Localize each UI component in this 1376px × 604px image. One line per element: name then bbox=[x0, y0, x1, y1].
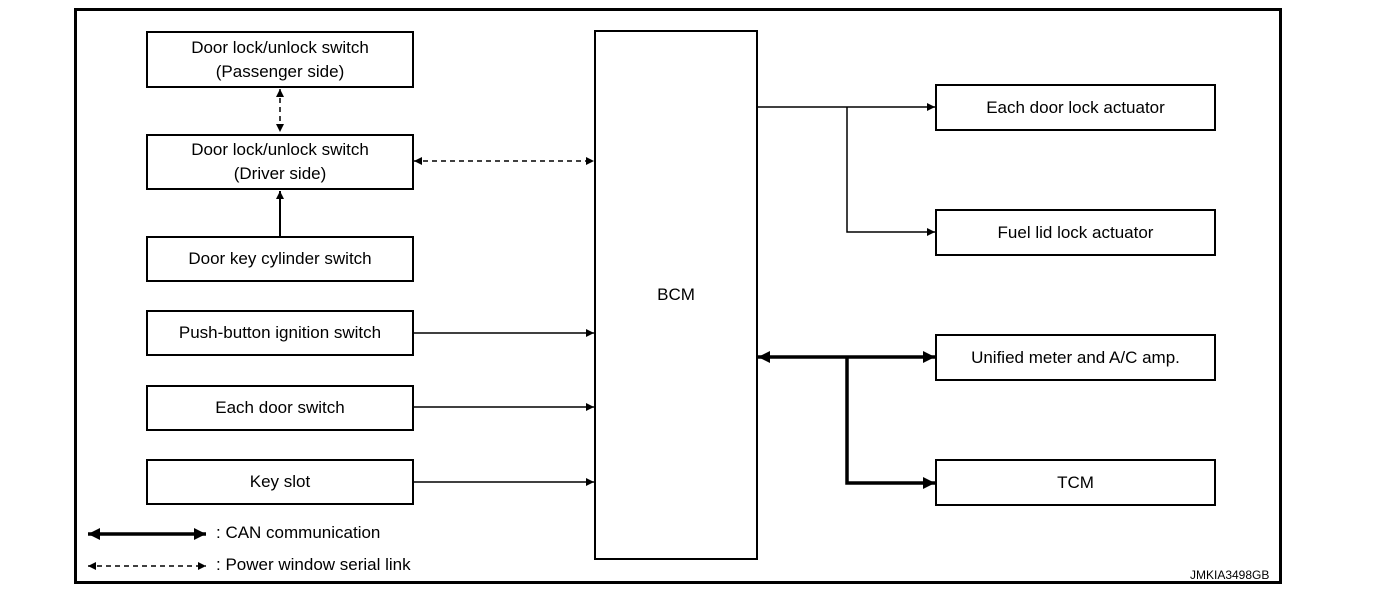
key-cylinder-label: Door key cylinder switch bbox=[188, 249, 372, 268]
can-to-tcm bbox=[845, 357, 935, 489]
legend-serial-label: : Power window serial link bbox=[216, 555, 411, 574]
door-switch-label: Each door switch bbox=[215, 398, 345, 417]
door-switch-box: Each door switch bbox=[146, 385, 414, 431]
meter-label: Unified meter and A/C amp. bbox=[971, 347, 1180, 367]
line-bcm-to-fuel-actuator bbox=[846, 107, 935, 236]
push-button-label: Push-button ignition switch bbox=[178, 323, 382, 342]
meter-box: Unified meter and A/C amp. bbox=[935, 334, 1216, 381]
key-cylinder-box: Door key cylinder switch bbox=[146, 236, 414, 282]
fuel-actuator-label: Fuel lid lock actuator bbox=[997, 222, 1154, 242]
door-actuator-box: Each door lock actuator bbox=[935, 84, 1216, 131]
diagram-frame bbox=[74, 8, 1282, 584]
legend-can-label: : CAN communication bbox=[216, 523, 381, 542]
bcm-label: BCM bbox=[657, 285, 695, 304]
passenger-switch-line2: (Passenger side) bbox=[215, 61, 345, 81]
key-slot-label: Key slot bbox=[249, 472, 311, 491]
driver-switch-line1: Door lock/unlock switch bbox=[191, 140, 369, 159]
bcm-box: BCM bbox=[594, 30, 758, 560]
door-actuator-label: Each door lock actuator bbox=[986, 97, 1165, 117]
driver-switch-line2: (Driver side) bbox=[233, 164, 327, 183]
fuel-actuator-box: Fuel lid lock actuator bbox=[935, 209, 1216, 256]
passenger-switch-line1: Door lock/unlock switch bbox=[191, 37, 369, 57]
tcm-box: TCM bbox=[935, 459, 1216, 506]
figure-code: JMKIA3498GB bbox=[1190, 568, 1270, 582]
tcm-label: TCM bbox=[1057, 472, 1094, 492]
driver-switch-box: Door lock/unlock switch (Driver side) bbox=[146, 134, 414, 190]
key-slot-box: Key slot bbox=[146, 459, 414, 505]
push-button-box: Push-button ignition switch bbox=[146, 310, 414, 356]
passenger-switch-box: Door lock/unlock switch (Passenger side) bbox=[146, 31, 414, 88]
